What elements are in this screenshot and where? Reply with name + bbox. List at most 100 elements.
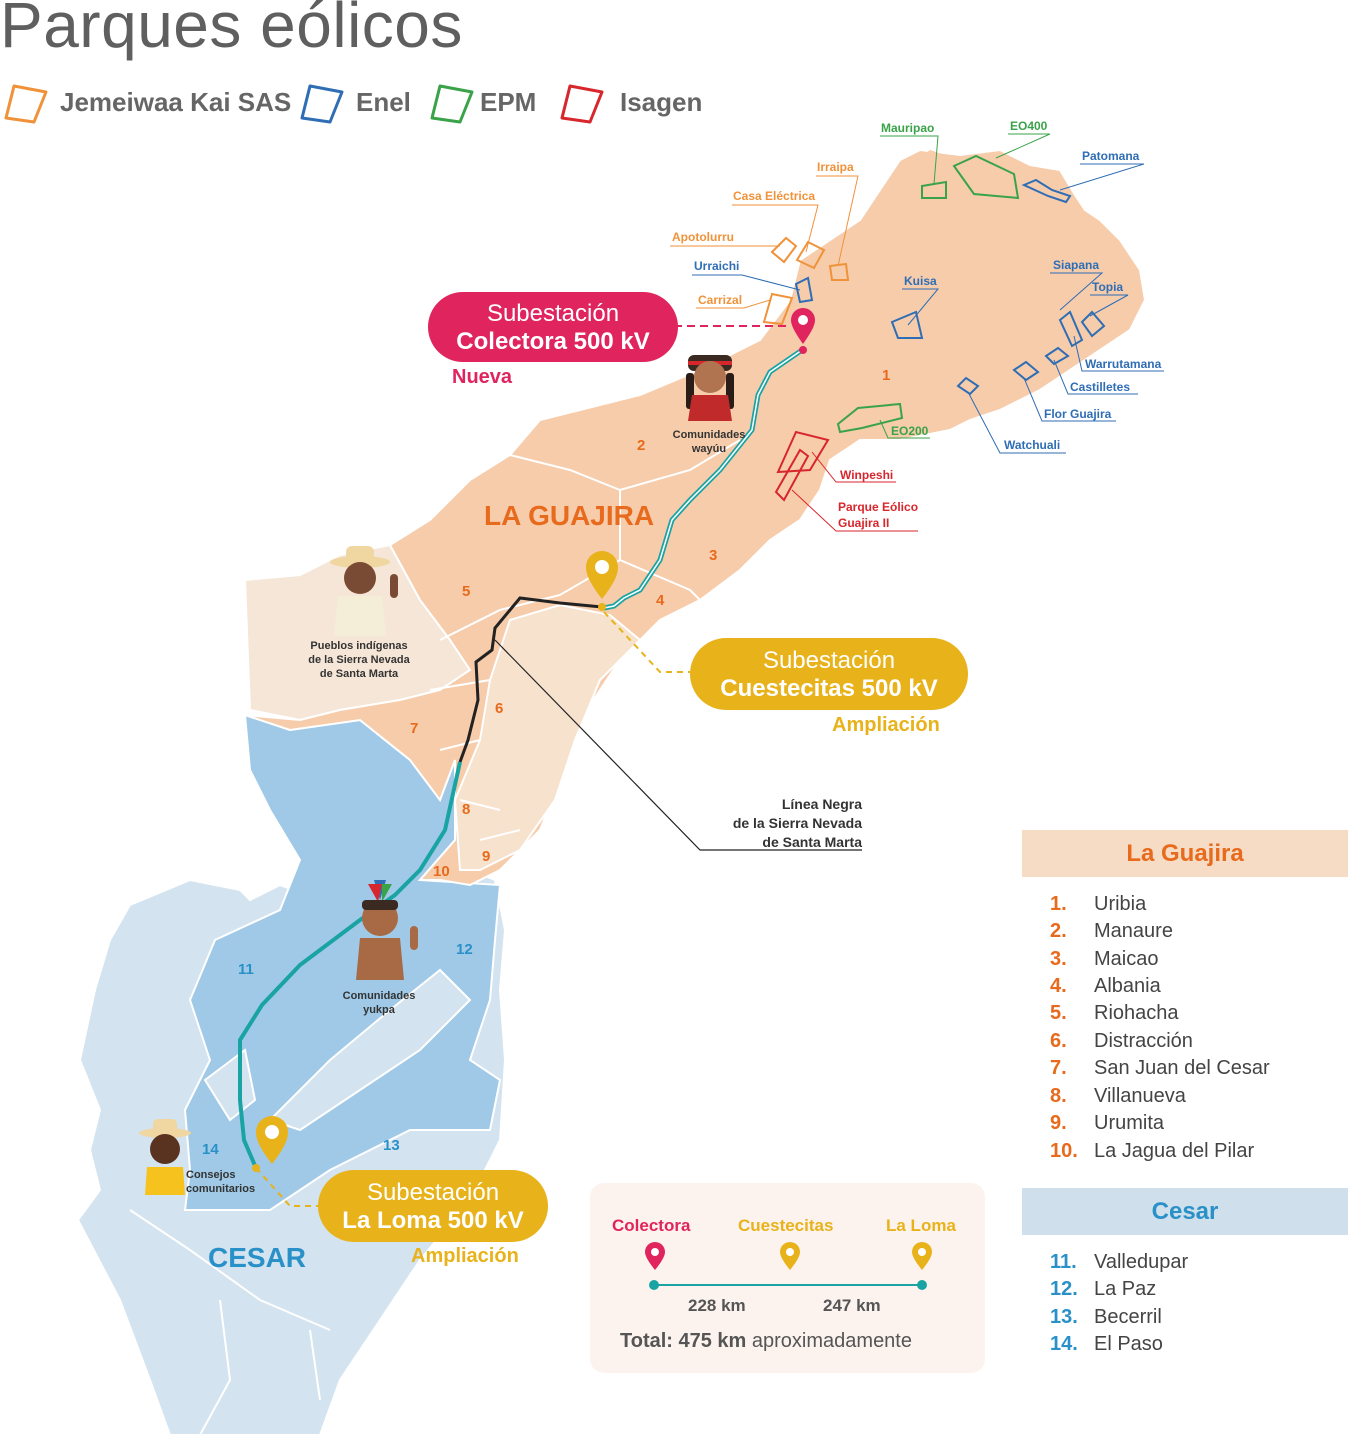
- distance-box: [590, 1183, 985, 1373]
- list-num: 12.: [1050, 1278, 1078, 1300]
- muni-num-6: 6: [495, 700, 503, 717]
- list-item: 7. San Juan del Cesar: [1050, 1057, 1270, 1084]
- park-label-casa-electrica: Casa Eléctrica: [733, 189, 815, 203]
- park-polygon-eo400: [952, 154, 1020, 200]
- caption-sierra: Pueblos indígenas de la Sierra Nevada de…: [296, 639, 422, 681]
- park-label-guajira-ii-2: Guajira II: [838, 516, 889, 530]
- colectora-pin-icon: [791, 308, 815, 354]
- list-item: 4.Albania: [1050, 975, 1161, 1002]
- cuestecitas-line2: Cuestecitas 500 kV: [720, 675, 938, 702]
- muni-num-5: 5: [462, 583, 470, 600]
- park-polygon-irraipa: [828, 262, 850, 281]
- guajira-south-area: [453, 603, 642, 871]
- park-label-flor-guajira: Flor Guajira: [1044, 407, 1112, 421]
- laloma-tag: Ampliación: [411, 1245, 519, 1267]
- muni-num-9: 9: [482, 848, 490, 865]
- park-label-irraipa: Irraipa: [817, 160, 854, 174]
- park-polygon-eo200: [836, 402, 904, 434]
- cesar-division: [203, 1048, 257, 1122]
- park-polygon-castilletes: [1044, 346, 1070, 366]
- list-num: 13.: [1050, 1306, 1078, 1328]
- legend-label: Enel: [356, 86, 411, 117]
- park-label-patomana: Patomana: [1082, 149, 1140, 163]
- muni-num-14: 14: [202, 1141, 219, 1158]
- caption-consejos: Consejos comunitarios: [186, 1168, 264, 1196]
- laloma-pill: Subestación La Loma 500 kV: [318, 1170, 548, 1242]
- list-num: 5.: [1050, 1002, 1067, 1024]
- list-item: 2.Manaure: [1050, 920, 1173, 947]
- wayuu-person-icon: [686, 355, 734, 421]
- list-num: 3.: [1050, 948, 1067, 970]
- transmission-line-teal-south: [238, 761, 462, 1169]
- list-num: 8.: [1050, 1085, 1067, 1107]
- list-name: San Juan del Cesar: [1094, 1057, 1270, 1079]
- legend-item-isagen: Isagen: [556, 78, 702, 126]
- colectora-pill: Subestación Colectora 500 kV: [428, 292, 678, 362]
- caption-line: Consejos: [186, 1169, 236, 1181]
- polygon-icon: [430, 84, 474, 124]
- consejos-person-icon: [139, 1119, 191, 1195]
- legend-label: Jemeiwaa Kai SAS: [60, 86, 292, 117]
- cesar-division: [268, 968, 472, 1132]
- legend-item-jemeiwaa: Jemeiwaa Kai SAS: [0, 78, 291, 126]
- laloma-connector: [255, 1167, 318, 1207]
- muni-num-10: 10: [433, 863, 450, 880]
- list-item: 5.Riohacha: [1050, 1002, 1179, 1029]
- list-item: 9.Urumita: [1050, 1112, 1164, 1139]
- total-rest: aproximadamente: [746, 1330, 912, 1352]
- stop-label-laloma: La Loma: [886, 1216, 956, 1235]
- cuestecitas-line1: Subestación: [762, 647, 896, 674]
- caption-line: Comunidades: [342, 990, 416, 1002]
- cuestecitas-connector: [603, 611, 690, 673]
- transmission-line-teal-inner: [603, 347, 806, 609]
- total-bold: Total: 475 km: [620, 1330, 747, 1352]
- caption-line: yukpa: [363, 1004, 395, 1016]
- colectora-line2: Colectora 500 kV: [456, 328, 650, 355]
- linea-negra-leader: [494, 639, 862, 851]
- park-label-eo200: EO200: [891, 424, 929, 438]
- caption-yukpa: Comunidades yukpa: [334, 989, 424, 1017]
- caption-line: Comunidades: [672, 429, 746, 441]
- list-name: Valledupar: [1094, 1251, 1189, 1273]
- list-name: La Paz: [1094, 1278, 1157, 1300]
- legend-item-enel: Enel: [296, 78, 411, 126]
- list-item: 14. El Paso: [1050, 1333, 1163, 1360]
- list-item: 10.La Jagua del Pilar: [1050, 1140, 1254, 1167]
- yukpa-person-icon: [356, 880, 418, 980]
- list-name: El Paso: [1094, 1333, 1163, 1355]
- colectora-line1: Subestación: [486, 300, 620, 327]
- list-name: Villanueva: [1094, 1085, 1186, 1107]
- list-num: 14.: [1050, 1333, 1078, 1355]
- list-item: 3.Maicao: [1050, 948, 1158, 975]
- park-label-mauripao: Mauripao: [881, 121, 934, 135]
- list-item: 12. La Paz: [1050, 1278, 1156, 1305]
- caption-line: de Santa Marta: [319, 668, 399, 680]
- cuestecitas-pin-icon: [586, 551, 618, 611]
- park-polygon-patomana: [1021, 178, 1072, 204]
- panel-cesar-header: Cesar: [1022, 1188, 1348, 1235]
- legend-label: Isagen: [620, 86, 703, 117]
- park-label-warrutamana: Warrutamana: [1085, 357, 1162, 371]
- existing-line-black: [458, 596, 603, 763]
- stop-label-colectora: Colectora: [612, 1216, 691, 1235]
- list-item: 1.Uribia: [1050, 893, 1146, 920]
- list-name: Urumita: [1094, 1112, 1165, 1134]
- coast-shape: [890, 150, 960, 195]
- park-label-apotolurru: Apotolurru: [672, 230, 734, 244]
- park-label-topia: Topia: [1092, 280, 1123, 294]
- laloma-line2: La Loma 500 kV: [342, 1207, 524, 1234]
- linea-negra-line: de la Sierra Nevada: [732, 815, 862, 831]
- park-label-eo400: EO400: [1010, 119, 1048, 133]
- park-polygon-siapana: [1058, 310, 1084, 348]
- linea-negra-label: Línea Negra de la Sierra Nevada de Santa…: [700, 795, 862, 852]
- muni-num-7: 7: [410, 720, 418, 737]
- list-num: 1.: [1050, 893, 1067, 915]
- list-name: La Jagua del Pilar: [1094, 1140, 1255, 1162]
- list-name: Distracción: [1094, 1030, 1193, 1052]
- list-num: 7.: [1050, 1057, 1067, 1079]
- colectora-tag: Nueva: [452, 366, 513, 388]
- muni-num-1: 1: [882, 367, 890, 384]
- muni-num-2: 2: [637, 437, 645, 454]
- legend-label: EPM: [480, 86, 537, 117]
